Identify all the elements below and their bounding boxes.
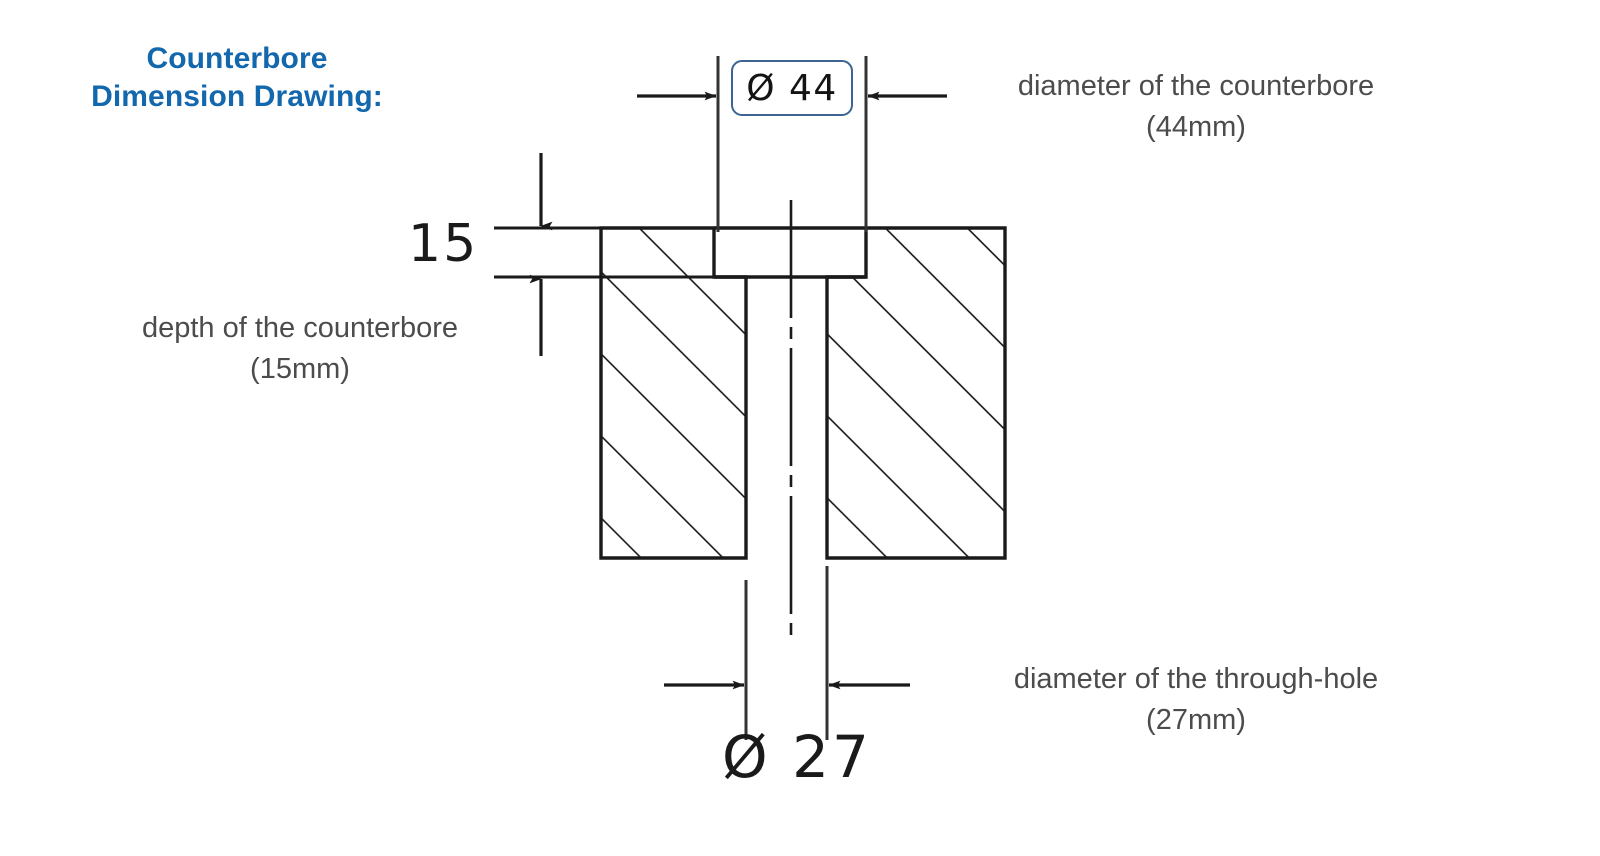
annotation-counterbore-diameter-line-2: (44mm)	[1146, 111, 1246, 143]
annotation-throughhole-diameter-line-2: (27mm)	[1146, 704, 1246, 736]
dimension-throughhole-diameter	[664, 566, 910, 740]
counterbore-diameter-value: Ø 44	[746, 67, 838, 109]
throughhole-diameter-value: Ø 27	[722, 723, 872, 791]
drawing-title: Counterbore Dimension Drawing:	[72, 40, 402, 116]
counterbore-depth-value: 15	[408, 214, 479, 274]
part-outline-right	[825, 226, 1007, 560]
annotation-counterbore-depth-line-1: depth of the counterbore	[141, 312, 458, 344]
drawing-title-line-1: Counterbore	[146, 42, 328, 75]
annotation-throughhole-diameter: diameter of the through-hole (27mm)	[956, 659, 1436, 741]
section-hatching-right	[827, 228, 1005, 558]
annotation-counterbore-depth-line-2: (15mm)	[250, 353, 350, 385]
counterbore-diameter-callout: Ø 44	[731, 60, 853, 116]
annotation-counterbore-diameter-line-1: diameter of the counterbore	[1017, 70, 1375, 102]
section-hatching-left	[601, 228, 746, 558]
annotation-counterbore-diameter: diameter of the counterbore (44mm)	[956, 66, 1436, 148]
part-cross-section	[599, 226, 1007, 560]
drawing-title-line-2: Dimension Drawing:	[91, 80, 383, 113]
annotation-throughhole-diameter-line-1: diameter of the through-hole	[1013, 663, 1379, 695]
part-outline-left	[599, 226, 748, 560]
annotation-counterbore-depth: depth of the counterbore (15mm)	[65, 308, 535, 390]
